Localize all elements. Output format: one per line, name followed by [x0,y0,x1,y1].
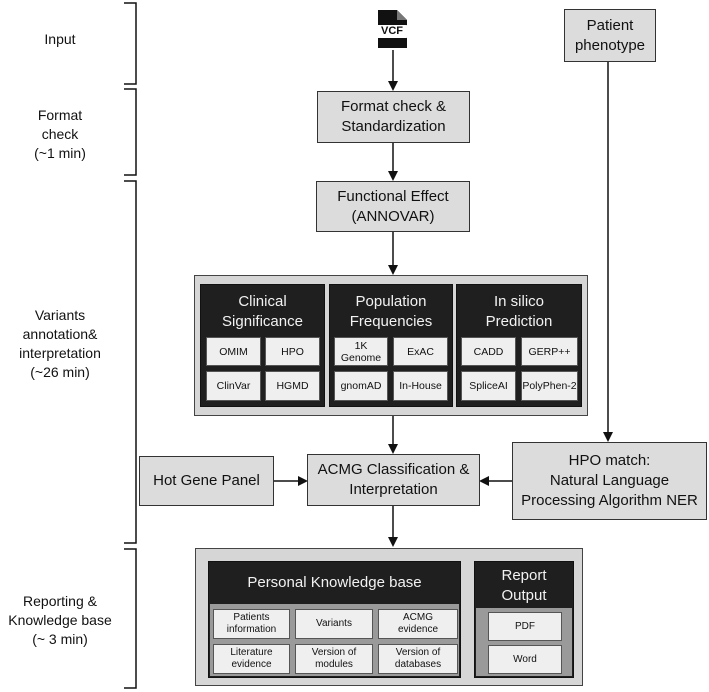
group-title: Population Frequencies [349,293,433,330]
annotation-panel: Clinical Significance OMIM HPO ClinVar H… [194,275,588,416]
personal-knowledge-base-group: Personal Knowledge base Patients informa… [208,561,461,678]
db-1k-genome: 1K Genome [334,337,388,366]
stage-variants-annotation: Variants annotation& interpretation (~26… [19,307,101,380]
tool-gerp: GERP++ [521,337,578,366]
db-exac: ExAC [393,337,448,366]
bracket-input [124,2,137,85]
db-clinvar: ClinVar [206,371,261,401]
vcf-file-icon: VCF [374,9,410,49]
kb-variants: Variants [295,609,373,639]
stage-reporting: Reporting & Knowledge base (~ 3 min) [8,593,112,647]
report-word: Word [488,645,562,674]
tool-polyphen: PolyPhen-2 [521,371,578,401]
clinical-significance-group: Clinical Significance OMIM HPO ClinVar H… [200,284,325,407]
group-title: In silico Prediction [485,293,553,330]
group-title: Clinical Significance [222,293,303,330]
bracket-format [124,88,137,176]
functional-effect-box: Functional Effect (ANNOVAR) [316,181,470,232]
tool-spliceai: SpliceAI [461,371,516,401]
report-output-title: Report Output [501,567,547,604]
population-frequencies-group: Population Frequencies 1K Genome ExAC gn… [329,284,453,407]
db-hpo: HPO [265,337,320,366]
hot-gene-panel-box: Hot Gene Panel [139,456,274,506]
db-omim: OMIM [206,337,261,366]
acmg-classification-box: ACMG Classification & Interpretation [307,454,480,506]
knowledge-base-title: Personal Knowledge base [247,574,422,591]
in-silico-prediction-group: In silico Prediction CADD GERP++ SpliceA… [456,284,582,407]
db-gnomad: gnomAD [334,371,388,401]
patient-phenotype-box: Patient phenotype [564,9,656,62]
hpo-match-box: HPO match: Natural Language Processing A… [512,442,707,520]
kb-literature-evidence: Literature evidence [213,644,290,674]
db-hgmd: HGMD [265,371,320,401]
stage-format-check: Format check (~1 min) [34,107,86,161]
kb-patients-information: Patients information [213,609,290,639]
format-check-box: Format check & Standardization [317,91,470,143]
report-output-group: Report Output PDF Word [474,561,574,678]
kb-acmg-evidence: ACMG evidence [378,609,458,639]
db-in-house: In-House [393,371,448,401]
stage-input: Input [44,31,76,47]
bracket-variants [124,180,137,544]
reporting-panel: Personal Knowledge base Patients informa… [195,548,583,686]
vcf-label: VCF [381,25,403,37]
tool-cadd: CADD [461,337,516,366]
kb-version-of-databases: Version of databases [378,644,458,674]
kb-version-of-modules: Version of modules [295,644,373,674]
report-pdf: PDF [488,612,562,641]
bracket-reporting [124,548,137,689]
